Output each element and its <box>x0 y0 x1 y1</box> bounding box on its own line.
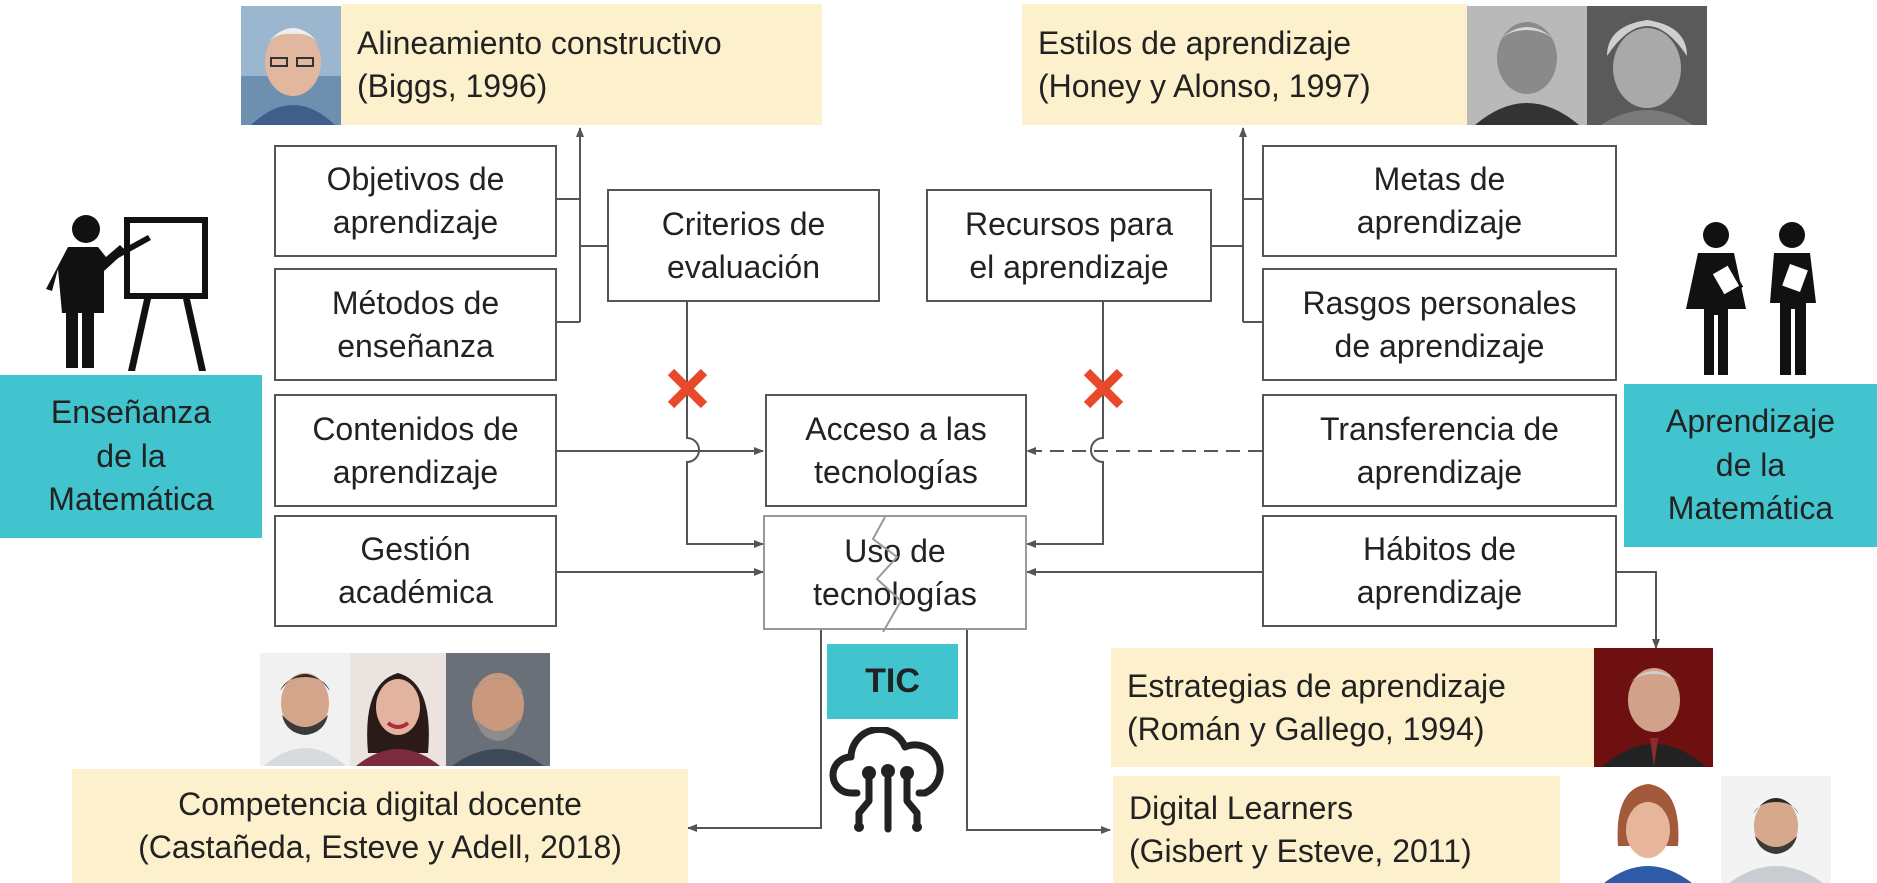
box-uso-line-1: Uso de <box>844 532 946 569</box>
cloud-circuit-icon <box>829 727 944 833</box>
teacher-icon <box>46 215 208 371</box>
reference-castaneda: Competencia digital docente (Castañeda, … <box>72 769 688 883</box>
box-acceso: Acceso a las tecnologías <box>765 394 1027 507</box>
portrait-adell <box>446 653 550 766</box>
box-objetivos-line-2: aprendizaje <box>332 204 499 240</box>
teaching-line-2: de la <box>96 437 166 474</box>
reference-honey-line-1: Estilos de aprendizaje <box>1038 24 1352 61</box>
crack-mark <box>871 517 903 632</box>
box-transferencia-line-2: aprendizaje <box>1356 453 1523 490</box>
reference-honey: Estilos de aprendizaje (Honey y Alonso, … <box>1022 4 1468 125</box>
reference-biggs: Alineamiento constructivo (Biggs, 1996) <box>341 4 822 125</box>
box-metodos-line-2: enseñanza <box>337 327 494 364</box>
box-criterios-line-1: Criterios de <box>661 205 826 242</box>
box-criterios-line-2: evaluación <box>666 248 820 285</box>
learning-line-1: Aprendizaje <box>1666 403 1835 440</box>
roman-connector <box>1617 571 1660 649</box>
box-criterios: Criterios de evaluación <box>607 189 880 302</box>
reference-castaneda-line-1: Competencia digital docente <box>178 786 582 823</box>
box-transferencia: Transferencia de aprendizaje <box>1262 394 1617 507</box>
reference-gisbert-line-1: Digital Learners <box>1129 789 1354 826</box>
box-rasgos-line-2: de aprendizaje <box>1334 327 1545 364</box>
teaching-label: Enseñanza de la Matemática <box>0 375 262 538</box>
recursos-down-connector <box>1026 302 1104 548</box>
box-metodos-line-1: Métodos de <box>331 284 500 321</box>
castaneda-connector <box>687 630 822 832</box>
box-metodos: Métodos de enseñanza <box>274 268 557 381</box>
teaching-line-1: Enseñanza <box>50 394 212 431</box>
box-recursos-line-2: el aprendizaje <box>969 248 1169 285</box>
box-uso: Uso de tecnologías <box>763 515 1027 632</box>
box-recursos-line-1: Recursos para <box>964 205 1174 242</box>
box-metas: Metas de aprendizaje <box>1262 145 1617 257</box>
box-acceso-line-1: Acceso a las <box>805 410 987 447</box>
portrait-esteve <box>350 653 446 766</box>
box-objetivos: Objetivos de aprendizaje <box>274 145 557 257</box>
box-acceso-line-2: tecnologías <box>814 453 978 490</box>
learning-line-2: de la <box>1715 446 1786 483</box>
box-gestion-line-2: académica <box>338 574 493 610</box>
reference-gisbert-line-2: (Gisbert y Esteve, 2011) <box>1129 832 1472 869</box>
box-recursos: Recursos para el aprendizaje <box>926 189 1212 302</box>
box-contenidos-line-2: aprendizaje <box>332 453 499 490</box>
box-transferencia-line-1: Transferencia de <box>1320 410 1559 447</box>
box-contenidos: Contenidos de aprendizaje <box>274 394 557 507</box>
box-habitos: Hábitos de aprendizaje <box>1262 515 1617 627</box>
learning-label: Aprendizaje de la Matemática <box>1624 384 1877 547</box>
teaching-line-3: Matemática <box>48 481 214 518</box>
portrait-alonso <box>1587 6 1707 125</box>
cross-icon <box>1083 368 1124 409</box>
learning-line-3: Matemática <box>1667 490 1834 527</box>
box-metas-line-2: aprendizaje <box>1356 204 1523 240</box>
tic-label: TIC <box>827 644 958 719</box>
box-metas-line-1: Metas de <box>1373 161 1506 198</box>
cross-icon <box>667 368 708 409</box>
students-icon <box>1686 222 1816 375</box>
box-gestion-line-1: Gestión <box>360 531 471 568</box>
reference-gisbert: Digital Learners (Gisbert y Esteve, 2011… <box>1113 776 1560 883</box>
box-gestion: Gestión académica <box>274 515 557 627</box>
reference-roman-line-1: Estrategias de aprendizaje <box>1127 667 1506 704</box>
reference-biggs-line-1: Alineamiento constructivo <box>357 24 722 61</box>
portrait-castaneda <box>260 653 350 766</box>
box-rasgos-line-1: Rasgos personales <box>1302 284 1577 321</box>
reference-roman: Estrategias de aprendizaje (Román y Gall… <box>1111 648 1594 767</box>
box-contenidos-line-1: Contenidos de <box>312 410 519 447</box>
reference-roman-line-2: (Román y Gallego, 1994) <box>1127 710 1485 747</box>
box-uso-line-2: tecnologías <box>813 575 977 612</box>
portrait-roman <box>1594 648 1713 767</box>
reference-honey-line-2: (Honey y Alonso, 1997) <box>1038 67 1371 104</box>
portrait-biggs <box>241 6 341 125</box>
box-rasgos: Rasgos personales de aprendizaje <box>1262 268 1617 381</box>
criterios-down-connector <box>686 302 764 548</box>
reference-castaneda-line-2: (Castañeda, Esteve y Adell, 2018) <box>138 829 622 865</box>
box-habitos-line-2: aprendizaje <box>1356 574 1523 610</box>
box-habitos-line-1: Hábitos de <box>1363 531 1516 568</box>
reference-biggs-line-2: (Biggs, 1996) <box>357 67 548 104</box>
gisbert-connector <box>966 630 1111 834</box>
portrait-honey <box>1467 6 1587 125</box>
portrait-gisbert <box>1596 776 1701 883</box>
box-objetivos-line-1: Objetivos de <box>326 161 505 198</box>
portrait-esteve-2 <box>1721 776 1831 883</box>
